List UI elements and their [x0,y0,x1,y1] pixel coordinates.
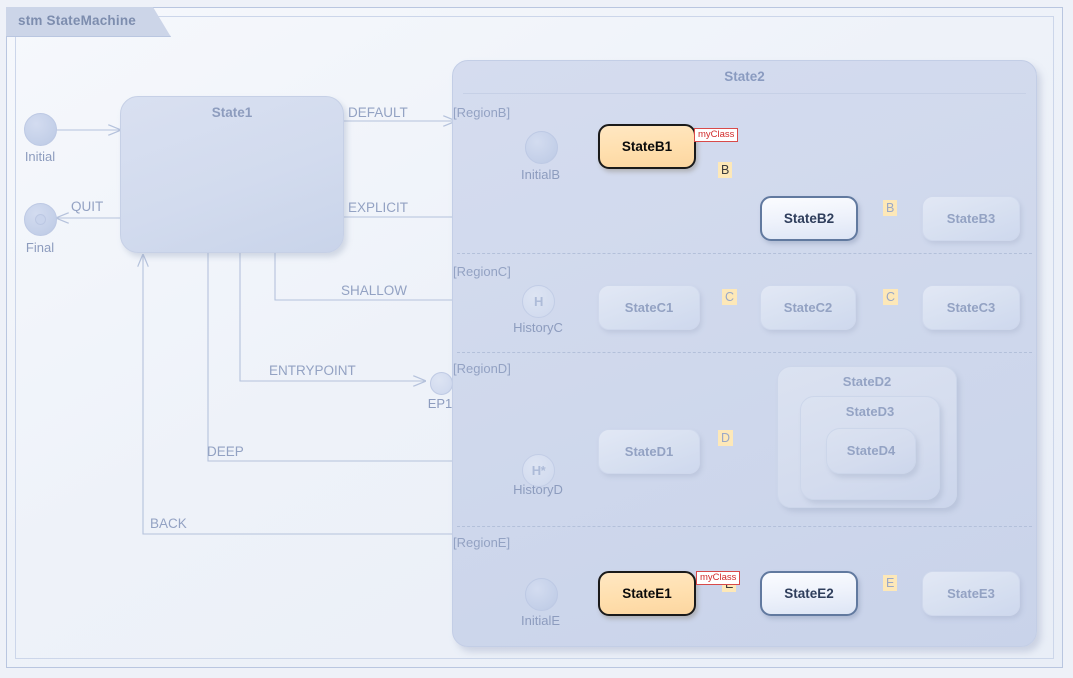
state-StateB3[interactable]: StateB3 [922,196,1020,241]
state-State2-header-separator [463,93,1026,94]
class-tag-StateB1: myClass [694,128,739,143]
state-StateC1-label: StateC1 [624,300,674,315]
final-caption: Final [25,240,55,255]
state-StateD1[interactable]: StateD1 [598,429,700,474]
state-StateE2-label: StateE2 [784,586,834,601]
initialE-caption: InitialE [520,613,561,628]
region-divider-d-e [457,526,1032,527]
history-glyph-D: H* [531,463,546,478]
state-StateC2-label: StateC2 [783,300,833,315]
event-badge-D1: D [718,430,734,447]
state-StateD4[interactable]: StateD4 [826,428,916,474]
state-StateE1-label: StateE1 [622,586,672,601]
state-StateD4-label: StateD4 [846,443,896,458]
state-State1[interactable]: State1 [120,96,344,253]
transition-label-shallow: SHALLOW [341,283,408,298]
history-pseudostate-D[interactable]: H* [522,454,555,487]
transition-label-default: DEFAULT [348,105,408,120]
state-StateE3[interactable]: StateE3 [922,571,1020,616]
state-StateB2-label: StateB2 [783,211,835,226]
state-StateE1[interactable]: StateE1 [598,571,696,616]
event-badge-C2: C [883,289,899,306]
class-tag-StateE1: myClass [696,571,741,586]
entrypoint-EP1[interactable] [430,372,453,395]
state-State1-label: State1 [211,105,253,120]
region-divider-c-d [457,352,1032,353]
historyD-caption: HistoryD [513,482,563,497]
state-State2-label: State2 [724,69,765,84]
state-StateD2-label: StateD2 [842,374,892,389]
history-pseudostate-C[interactable]: H [522,285,555,318]
state-StateB3-label: StateB3 [946,211,996,226]
final-pseudostate[interactable] [24,203,57,236]
event-badge-B1: B [718,162,733,179]
initial-pseudostate-B[interactable] [525,131,558,164]
initial-pseudostate[interactable] [24,113,57,146]
event-badge-B2: B [883,200,898,217]
state-StateE3-label: StateE3 [947,586,995,601]
state-StateC1[interactable]: StateC1 [598,285,700,330]
transition-label-back: BACK [150,516,187,531]
state-StateB1-label: StateB1 [621,139,673,154]
event-badge-C1: C [722,289,738,306]
state-StateC2[interactable]: StateC2 [760,285,856,330]
state-StateB1[interactable]: StateB1 [598,124,696,169]
transition-label-deep: DEEP [207,444,244,459]
region-label-b: [RegionB] [453,105,511,120]
state-StateE2[interactable]: StateE2 [760,571,858,616]
region-label-c: [RegionC] [453,264,511,279]
initialB-caption: InitialB [520,167,561,182]
transition-label-quit: QUIT [71,199,104,214]
event-badge-E2: E [883,575,898,592]
initial-caption: Initial [24,149,56,164]
region-label-e: [RegionE] [453,535,511,550]
state-StateC3[interactable]: StateC3 [922,285,1020,330]
region-label-d: [RegionD] [453,361,511,376]
frame-title-tab: stm StateMachine [6,7,171,37]
transition-label-entrypoint: ENTRYPOINT [269,363,356,378]
entrypoint-EP1-caption: EP1 [427,396,453,411]
historyC-caption: HistoryC [513,320,563,335]
final-inner-dot [35,214,46,225]
initial-pseudostate-E[interactable] [525,578,558,611]
region-divider-b-c [457,253,1032,254]
state-StateC3-label: StateC3 [946,300,996,315]
transition-label-explicit: EXPLICIT [348,200,409,215]
state-StateD1-label: StateD1 [624,444,674,459]
history-glyph-C: H [534,294,543,309]
state-StateD3-label: StateD3 [845,404,895,419]
state-StateB2[interactable]: StateB2 [760,196,858,241]
